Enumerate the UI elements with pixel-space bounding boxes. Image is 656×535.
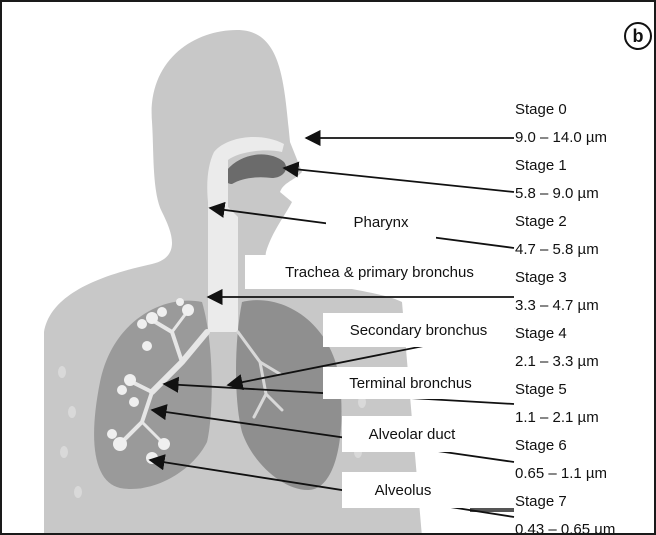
trachea-text: Trachea & primary bronchus: [285, 264, 474, 281]
pharynx-text: Pharynx: [353, 214, 408, 231]
label-terminal-bronchus: Terminal bronchus: [323, 367, 498, 399]
stage-3-range: 3.3 – 4.7 µm: [515, 292, 656, 320]
secondary-bronchus-text: Secondary bronchus: [350, 322, 488, 339]
stage-6-name: Stage 6: [515, 432, 656, 460]
stage-4-range: 2.1 – 3.3 µm: [515, 348, 656, 376]
stage-2-name: Stage 2: [515, 208, 656, 236]
stage-4-name: Stage 4: [515, 320, 656, 348]
stage-1-range: 5.8 – 9.0 µm: [515, 180, 656, 208]
alveolus-text: Alveolus: [375, 482, 432, 499]
stage-0-range: 9.0 – 14.0 µm: [515, 124, 656, 152]
arrow-stage1: [284, 168, 514, 192]
stage-2-range: 4.7 – 5.8 µm: [515, 236, 656, 264]
label-pharynx: Pharynx: [326, 205, 436, 239]
stage-3-name: Stage 3: [515, 264, 656, 292]
label-trachea: Trachea & primary bronchus: [245, 255, 514, 289]
stage-7-name: Stage 7: [515, 488, 656, 516]
stage-7-range: 0.43 – 0.65 µm: [515, 516, 656, 535]
label-alveolar-duct: Alveolar duct: [342, 416, 482, 452]
terminal-bronchus-text: Terminal bronchus: [349, 375, 472, 392]
panel-letter: b: [633, 27, 644, 45]
stage-1-name: Stage 1: [515, 152, 656, 180]
stage-0-name: Stage 0: [515, 96, 656, 124]
label-secondary-bronchus: Secondary bronchus: [323, 313, 514, 347]
stage-5-range: 1.1 – 2.1 µm: [515, 404, 656, 432]
stage-list: Stage 0 9.0 – 14.0 µm Stage 1 5.8 – 9.0 …: [515, 96, 656, 535]
panel-letter-badge: b: [624, 22, 652, 50]
stage-6-range: 0.65 – 1.1 µm: [515, 460, 656, 488]
label-alveolus: Alveolus: [342, 472, 464, 508]
alveolar-duct-text: Alveolar duct: [369, 426, 456, 443]
stage-5-name: Stage 5: [515, 376, 656, 404]
